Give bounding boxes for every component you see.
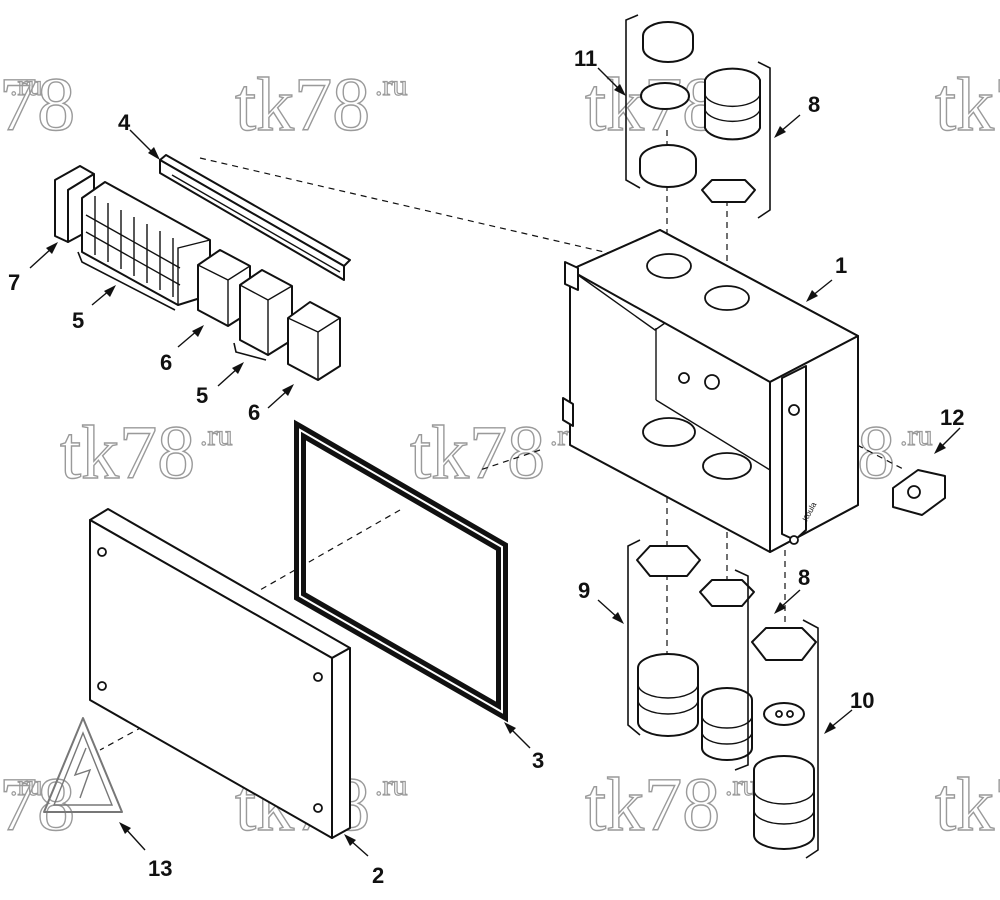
mounting-clamp (892, 469, 946, 516)
callout-5: 5 (72, 308, 84, 333)
svg-text:.ru: .ru (10, 69, 43, 102)
callout-11: 11 (574, 46, 597, 71)
watermark: tk78 .ru (0, 62, 76, 147)
watermark: tk78 (934, 62, 1000, 147)
watermark: tk78 .ru (0, 762, 76, 847)
watermark: tk78 .ru (584, 762, 758, 847)
terminal-block-small (287, 301, 341, 381)
svg-text:tk78: tk78 (235, 63, 370, 147)
callout-6: 6 (160, 350, 172, 375)
callout-7: 7 (8, 270, 20, 295)
warning-triangle-icon (43, 717, 123, 813)
callout-5: 5 (196, 383, 208, 408)
terminal-block-small (239, 269, 293, 356)
svg-text:tk78: tk78 (585, 763, 720, 847)
callout-4: 4 (118, 110, 131, 135)
svg-text:tk78: tk78 (410, 411, 545, 495)
callout-3: 3 (532, 748, 544, 773)
svg-text:.ru: .ru (375, 69, 408, 102)
svg-text:.ru: .ru (900, 419, 933, 452)
cover-lid (89, 508, 351, 839)
callout-2: 2 (372, 863, 384, 888)
callout-labels: 1 2 3 4 5 5 6 6 7 8 8 9 10 11 12 13 (8, 46, 964, 888)
watermark: tk78 (934, 762, 1000, 847)
watermark: tk78 .ru (409, 410, 583, 495)
gland-top-8 (701, 67, 761, 203)
callout-12: 12 (940, 405, 964, 430)
gland-bottom-8 (699, 579, 755, 761)
watermark: tk78 .ru (234, 62, 408, 147)
gland-top-11 (639, 21, 697, 188)
svg-text:.ru: .ru (10, 769, 43, 802)
gland-bottom-10 (751, 627, 817, 850)
leader-arrows (29, 67, 961, 857)
svg-text:tk78: tk78 (935, 63, 1000, 147)
svg-text:tk78: tk78 (0, 63, 75, 147)
watermark: tk78 .ru (59, 410, 233, 495)
callout-1: 1 (835, 253, 847, 278)
gasket (294, 419, 508, 723)
callout-8: 8 (808, 92, 820, 117)
din-rail (159, 154, 351, 281)
callout-8: 8 (798, 565, 810, 590)
callout-6: 6 (248, 400, 260, 425)
svg-text:tk78: tk78 (935, 763, 1000, 847)
svg-text:.ru: .ru (725, 769, 758, 802)
svg-text:.ru: .ru (200, 419, 233, 452)
gland-bottom-9 (636, 545, 701, 737)
terminal-blocks (81, 181, 211, 306)
callout-13: 13 (148, 856, 172, 881)
braces (77, 14, 819, 859)
svg-text:tk78: tk78 (60, 411, 195, 495)
svg-text:.ru: .ru (375, 769, 408, 802)
callout-9: 9 (578, 578, 590, 603)
callout-10: 10 (850, 688, 874, 713)
enclosure-box: Koula (562, 229, 859, 553)
